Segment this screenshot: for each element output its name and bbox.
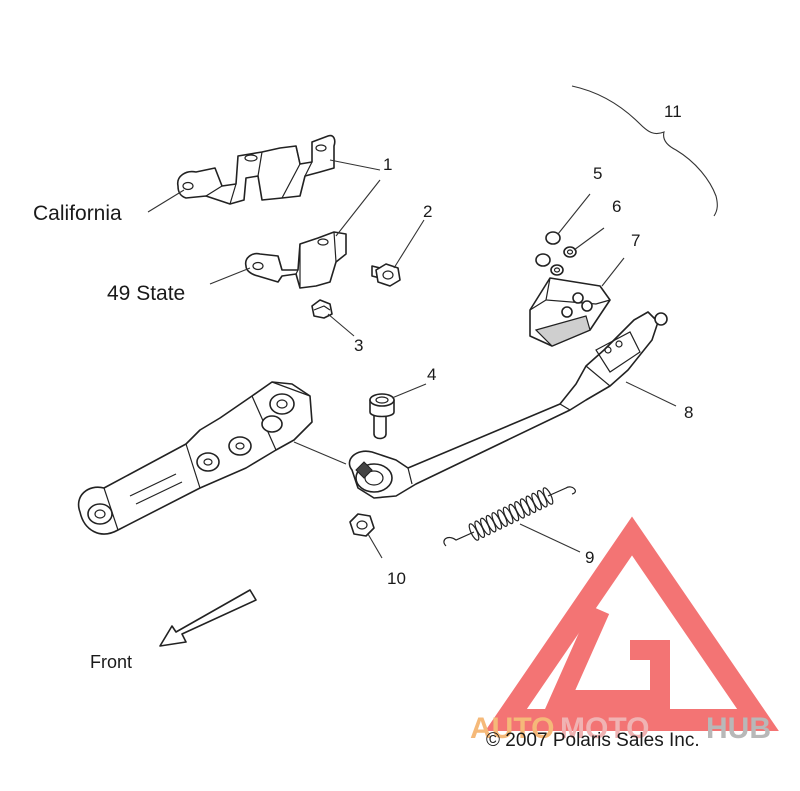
spring-coil xyxy=(508,503,520,522)
callout-11: 11 xyxy=(664,102,682,121)
spring-part-9 xyxy=(443,486,576,547)
callout-7: 7 xyxy=(631,231,640,250)
caps-and-washers-parts-5-6 xyxy=(535,231,577,276)
frame-mount xyxy=(77,381,313,535)
callout-8: 8 xyxy=(684,403,693,422)
spring-coil xyxy=(531,492,542,511)
spring-coil xyxy=(497,509,508,527)
callout-6: 6 xyxy=(612,197,621,216)
spring-coil xyxy=(474,520,486,539)
watermark-wordmark: AUTO MOTO HUB xyxy=(470,712,771,745)
watermark-moto: MOTO xyxy=(560,712,649,745)
label-california: California xyxy=(33,202,122,225)
callout-3: 3 xyxy=(354,336,363,355)
bolt-part-3 xyxy=(311,299,333,319)
pivot-bolt-part-4 xyxy=(369,393,395,440)
label-49-state: 49 State xyxy=(107,282,185,305)
kickstand-part-8 xyxy=(348,311,668,499)
foot-pad-part-7 xyxy=(529,277,611,347)
spring-coil xyxy=(542,487,554,505)
text-labels: California 49 State Front xyxy=(33,202,185,672)
front-direction-arrow xyxy=(159,589,257,647)
callout-10: 10 xyxy=(387,569,406,588)
spring-coil xyxy=(480,517,491,536)
bolt-part-2 xyxy=(371,263,401,287)
callout-1: 1 xyxy=(383,155,392,174)
bracket-california xyxy=(176,134,336,205)
callout-4: 4 xyxy=(427,365,436,384)
callout-numbers: 1 2 3 4 5 6 7 8 9 10 11 xyxy=(354,102,693,588)
spring-coil xyxy=(485,514,497,533)
callout-9: 9 xyxy=(585,548,594,567)
spring-coil xyxy=(514,501,525,519)
spring-coil xyxy=(502,506,514,525)
watermark-hub: HUB xyxy=(706,712,771,745)
leader-lines xyxy=(147,85,718,559)
label-front: Front xyxy=(90,652,132,672)
watermark-auto: AUTO xyxy=(470,712,554,745)
spring-coil xyxy=(519,498,531,516)
spring-coil xyxy=(491,512,503,530)
spring-coil xyxy=(525,495,537,514)
watermark-logo xyxy=(485,516,779,731)
spring-coil xyxy=(536,489,548,508)
bracket-49-state xyxy=(244,231,347,289)
nut-part-10 xyxy=(349,513,375,537)
copyright-text: © 2007 Polaris Sales Inc. xyxy=(486,730,700,751)
callout-2: 2 xyxy=(423,202,432,221)
callout-5: 5 xyxy=(593,164,602,183)
